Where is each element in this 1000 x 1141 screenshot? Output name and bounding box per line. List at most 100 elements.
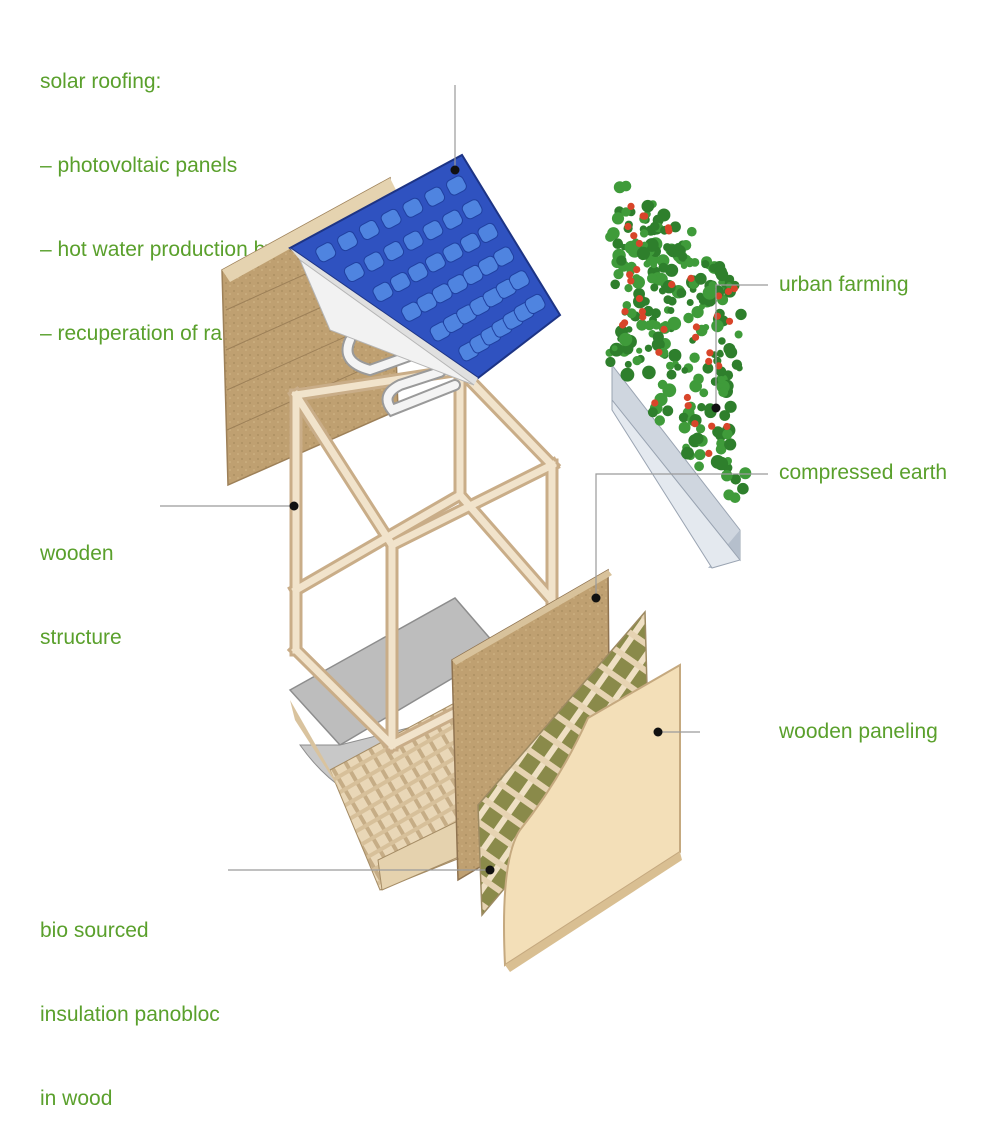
leaf bbox=[636, 347, 643, 354]
leaf bbox=[674, 363, 682, 371]
exploded-house-diagram bbox=[160, 85, 768, 972]
label-wooden-paneling: wooden paneling bbox=[779, 720, 938, 743]
leaf bbox=[607, 227, 620, 240]
leaf bbox=[650, 283, 659, 292]
leaf bbox=[605, 356, 616, 368]
leaf bbox=[650, 261, 658, 269]
leaf bbox=[662, 405, 674, 417]
tomato bbox=[713, 312, 722, 320]
leaf bbox=[699, 388, 709, 398]
leaf bbox=[722, 429, 733, 440]
leaf bbox=[698, 296, 708, 305]
solar-cell bbox=[422, 220, 444, 241]
tomato bbox=[691, 420, 699, 428]
leaf bbox=[667, 316, 682, 331]
leaf bbox=[650, 222, 660, 231]
tomato bbox=[683, 393, 692, 402]
leaf bbox=[647, 273, 658, 284]
tomato bbox=[706, 349, 714, 357]
wooden-structure-line-2: structure bbox=[40, 626, 122, 649]
leaf bbox=[663, 243, 672, 252]
solar-cell bbox=[446, 175, 467, 196]
leaf bbox=[730, 474, 741, 485]
leaf bbox=[717, 376, 726, 384]
leaf bbox=[698, 303, 706, 310]
tomato bbox=[692, 323, 701, 331]
leaf bbox=[731, 359, 743, 370]
leaf bbox=[711, 319, 724, 333]
leaf bbox=[668, 348, 682, 362]
leaf bbox=[613, 269, 624, 280]
leaf bbox=[647, 407, 658, 418]
leaf bbox=[622, 301, 632, 310]
leaf bbox=[687, 226, 697, 237]
solar-roofing-item-photovoltaic: – photovoltaic panels bbox=[40, 154, 238, 177]
leaf bbox=[724, 438, 737, 451]
leaf bbox=[678, 412, 689, 423]
bio-insulation-line-1: bio sourced bbox=[40, 919, 149, 942]
leaf bbox=[737, 482, 749, 495]
tomato bbox=[621, 307, 629, 316]
solar-cell bbox=[383, 241, 405, 262]
leaf bbox=[676, 288, 687, 298]
tomato bbox=[725, 317, 734, 325]
leaf bbox=[644, 344, 653, 352]
leader-dots bbox=[289, 165, 721, 875]
leaf bbox=[610, 279, 620, 290]
leaf bbox=[693, 373, 704, 385]
solar-cell bbox=[337, 231, 358, 252]
leaf bbox=[702, 285, 717, 300]
solar-cell bbox=[389, 271, 411, 293]
leaf bbox=[684, 257, 695, 268]
solar-cell bbox=[424, 252, 446, 273]
leaf bbox=[663, 295, 673, 304]
leaf bbox=[705, 364, 713, 371]
solar-cells bbox=[315, 175, 546, 362]
leaf bbox=[624, 284, 633, 293]
leaf bbox=[739, 467, 752, 480]
leaf bbox=[641, 199, 655, 213]
tomato bbox=[639, 313, 647, 321]
tomato bbox=[705, 449, 713, 457]
solar-cell bbox=[524, 293, 546, 314]
solar-cell bbox=[442, 209, 463, 230]
leaf bbox=[729, 492, 741, 504]
leaf bbox=[694, 461, 704, 472]
leaf bbox=[644, 320, 655, 331]
leaf bbox=[702, 324, 710, 331]
wooden-structure-line-1: wooden bbox=[40, 542, 114, 565]
leaf bbox=[724, 400, 737, 413]
solar-cell bbox=[461, 199, 483, 220]
leaf bbox=[625, 326, 633, 333]
leaf bbox=[658, 262, 669, 273]
tomato bbox=[627, 202, 635, 210]
tomato bbox=[627, 277, 635, 285]
tomato bbox=[635, 295, 644, 303]
leaf bbox=[639, 229, 649, 238]
leaf bbox=[657, 208, 671, 222]
tomato bbox=[723, 422, 731, 431]
leaf bbox=[683, 312, 694, 324]
leaf bbox=[696, 424, 706, 434]
solar-cell bbox=[380, 208, 402, 229]
tomato bbox=[633, 266, 641, 274]
tomato bbox=[692, 333, 700, 341]
leaf bbox=[612, 238, 624, 249]
leaf bbox=[636, 319, 648, 331]
leaf bbox=[715, 444, 727, 455]
solar-cell bbox=[315, 242, 337, 263]
tomato bbox=[635, 239, 644, 248]
leaf bbox=[689, 352, 700, 363]
leaf bbox=[701, 260, 710, 269]
leaf bbox=[667, 307, 675, 314]
tomato bbox=[724, 287, 733, 296]
leaf bbox=[654, 415, 665, 426]
label-compressed-earth: compressed earth bbox=[779, 461, 948, 484]
leaf bbox=[681, 446, 694, 460]
tomato bbox=[715, 362, 723, 370]
leaf bbox=[694, 272, 707, 285]
label-urban-farming: urban farming bbox=[779, 273, 909, 296]
leaf bbox=[652, 321, 661, 330]
solar-roofing-title: solar roofing: bbox=[40, 70, 162, 93]
leaf bbox=[644, 238, 659, 252]
